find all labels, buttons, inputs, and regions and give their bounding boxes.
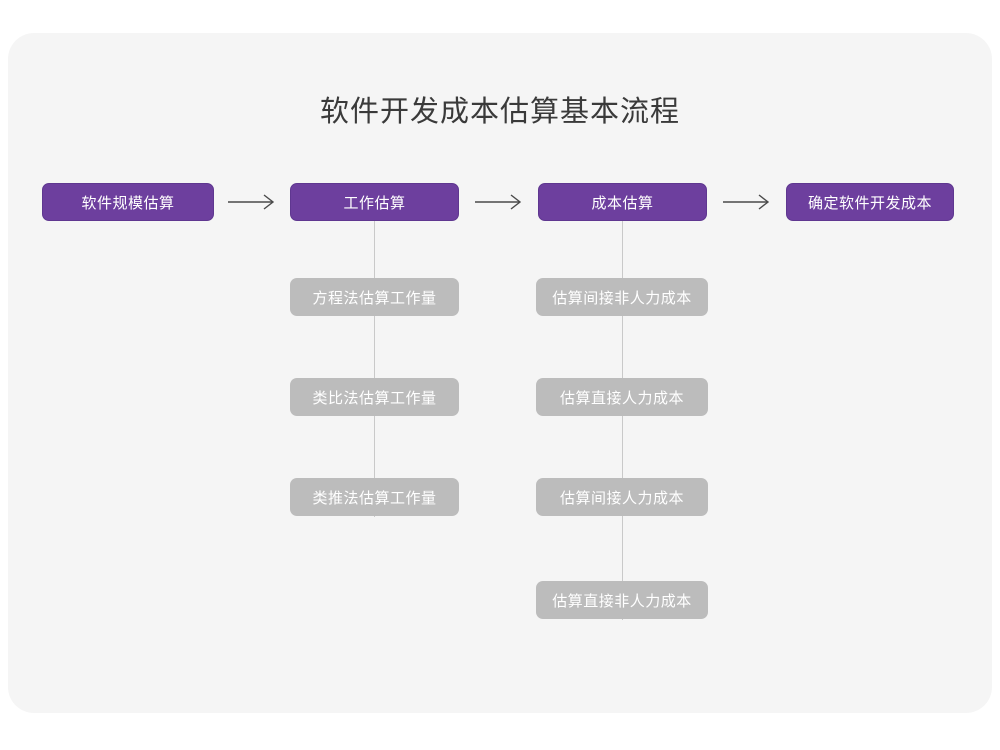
page-title: 软件开发成本估算基本流程 (319, 96, 680, 128)
substep-label: 类推法估算工作量 (312, 489, 437, 507)
substep-label: 估算直接非人力成本 (552, 592, 692, 610)
diagram-card (8, 33, 992, 713)
arrow-stage2-to-stage3 (475, 192, 525, 212)
stage-2-label: 工作估算 (343, 194, 406, 212)
substep-label: 估算直接人力成本 (559, 389, 684, 407)
stage-box-software-size-estimation[interactable]: 软件规模估算 (42, 183, 214, 221)
substep-box-direct-labor-cost[interactable]: 估算直接人力成本 (536, 378, 708, 416)
arrow-stage1-to-stage2 (228, 192, 278, 212)
connector-line-effort-column (374, 221, 375, 517)
substep-label: 类比法估算工作量 (312, 389, 437, 407)
substep-box-inference-method-effort[interactable]: 类推法估算工作量 (290, 478, 459, 516)
arrow-stage3-to-stage4 (723, 192, 773, 212)
substep-box-analogy-method-effort[interactable]: 类比法估算工作量 (290, 378, 459, 416)
substep-label: 估算间接非人力成本 (552, 289, 692, 307)
stage-box-cost-estimation[interactable]: 成本估算 (538, 183, 707, 221)
substep-box-equation-method-effort[interactable]: 方程法估算工作量 (290, 278, 459, 316)
substep-label: 方程法估算工作量 (312, 289, 437, 307)
stage-box-determine-development-cost[interactable]: 确定软件开发成本 (786, 183, 954, 221)
stage-1-label: 软件规模估算 (81, 194, 175, 212)
substep-box-indirect-labor-cost[interactable]: 估算间接人力成本 (536, 478, 708, 516)
stage-3-label: 成本估算 (591, 194, 654, 212)
stage-box-effort-estimation[interactable]: 工作估算 (290, 183, 459, 221)
substep-box-direct-non-labor-cost[interactable]: 估算直接非人力成本 (536, 581, 708, 619)
substep-label: 估算间接人力成本 (559, 489, 684, 507)
substep-box-indirect-non-labor-cost[interactable]: 估算间接非人力成本 (536, 278, 708, 316)
stage-4-label: 确定软件开发成本 (807, 194, 932, 212)
connector-line-cost-column (622, 221, 623, 620)
